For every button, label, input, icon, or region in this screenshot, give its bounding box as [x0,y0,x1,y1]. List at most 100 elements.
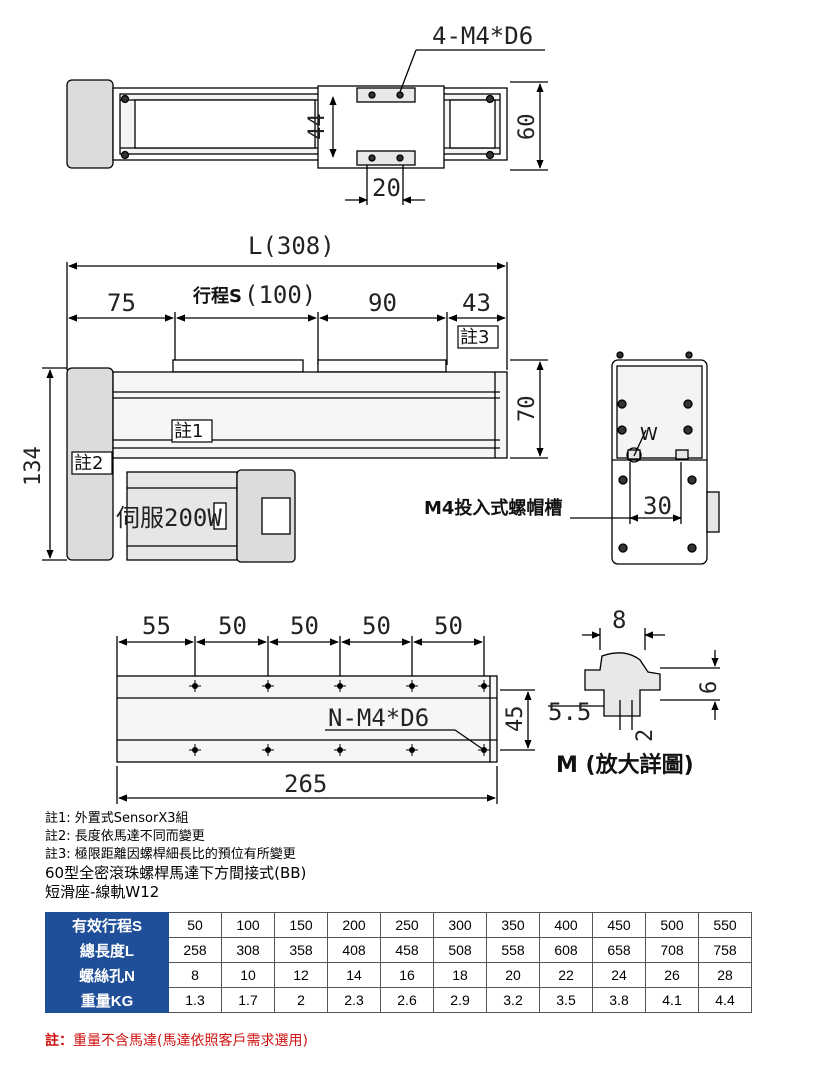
bottom-rail [116,675,498,763]
bottom-holes-label: N-M4*D6 [328,704,429,732]
table-cell: 558 [486,937,540,963]
table-cell: 24 [592,962,646,988]
dim-60: 60 [515,114,540,141]
note3-tag: 註3 [460,327,489,348]
table-cell: 450 [592,912,646,938]
table-cell: 500 [645,912,699,938]
table-cell: 300 [433,912,487,938]
table-cell: 658 [592,937,646,963]
dim-50-d: 50 [434,612,463,640]
table-cell: 3.8 [592,987,646,1013]
table-cell: 10 [221,962,275,988]
mount-hole-icon [478,680,490,692]
top-view [66,49,548,205]
note2-tag: 註2 [74,453,103,474]
table-cell: 14 [327,962,381,988]
footer-note: 註：重量不含馬達(馬達依照客戶需求選用) [45,1030,308,1050]
table-cell: 22 [539,962,593,988]
table-cell: 4.4 [698,987,752,1013]
table-cell: 8 [168,962,222,988]
table-cell: 100 [221,912,275,938]
dim-50-c: 50 [362,612,391,640]
table-cell: 2 [274,987,328,1013]
table-cell: 150 [274,912,328,938]
table-cell: 28 [698,962,752,988]
table-cell: 308 [221,937,275,963]
bottom-holes-group [189,680,490,756]
footer-prefix: 註： [45,1033,73,1049]
table-cell: 400 [539,912,593,938]
table-cell: 3.2 [486,987,540,1013]
table-cell: 350 [486,912,540,938]
table-cell: 3.5 [539,987,593,1013]
table-cell: 16 [380,962,434,988]
slider-type: 短滑座-線軌W12 [45,883,160,901]
mount-hole-icon [189,680,201,692]
dim-20: 20 [372,174,401,202]
dim-70: 70 [515,396,540,423]
detail-dim-5-5: 5.5 [548,698,591,726]
detail-title: M (放大詳圖) [556,752,694,778]
mount-hole-icon [478,744,490,756]
table-cell: 2.6 [380,987,434,1013]
dim-265: 265 [284,770,327,798]
note-3: 註3: 極限距離因螺桿細長比的預位有所變更 [45,847,296,862]
table-cell: 358 [274,937,328,963]
table-cell: 1.3 [168,987,222,1013]
dim-134: 134 [21,446,46,486]
model-title: 60型全密滾珠螺桿馬達下方間接式(BB) [45,864,307,882]
stroke-prefix: 行程S [192,285,242,307]
mount-hole-icon [406,680,418,692]
stroke-value: (100) [244,281,316,309]
notes-block: 註1: 外置式SensorX3組 註2: 長度依馬達不同而變更 註3: 極限距離… [45,810,306,902]
top-motor-cap [66,79,114,169]
table-cell: 12 [274,962,328,988]
table-cell: 1.7 [221,987,275,1013]
dim-44: 44 [305,114,330,141]
screw-icon [485,94,495,104]
table-cell: 20 [486,962,540,988]
w-label: W [640,424,658,445]
table-cell: 2.9 [433,987,487,1013]
table-cell: 4.1 [645,987,699,1013]
note-2: 註2: 長度依馬達不同而變更 [45,829,205,844]
side-view [570,351,720,565]
row-header: 有效行程S [45,912,169,938]
servo-label: 伺服200W [116,504,222,532]
dim-50-a: 50 [218,612,247,640]
detail-m [548,628,720,730]
front-rail-body [112,371,508,459]
dim-length-L: L(308) [248,232,335,260]
table-cell: 708 [645,937,699,963]
dim-50-b: 50 [290,612,319,640]
table-cell: 508 [433,937,487,963]
mount-hole-icon [262,744,274,756]
row-header: 螺絲孔N [45,962,169,988]
front-view [42,262,548,563]
table-cell: 200 [327,912,381,938]
table-cell: 2.3 [327,987,381,1013]
dim-43: 43 [462,289,491,317]
mount-hole-icon [334,744,346,756]
screw-icon [485,150,495,160]
mount-hole-icon [262,680,274,692]
footer-text: 重量不含馬達(馬達依照客戶需求選用) [73,1033,308,1049]
mount-hole-icon [406,744,418,756]
table-cell: 250 [380,912,434,938]
top-holes-label: 4-M4*D6 [432,22,533,50]
dim-90: 90 [368,289,397,317]
table-cell: 26 [645,962,699,988]
table-cell: 258 [168,937,222,963]
screw-icon [120,150,130,160]
dim-75: 75 [107,289,136,317]
note1-tag: 註1 [174,421,203,442]
table-cell: 408 [327,937,381,963]
mount-hole-icon [334,680,346,692]
note-1: 註1: 外置式SensorX3組 [45,811,189,826]
row-header: 重量KG [45,987,169,1013]
table-cell: 18 [433,962,487,988]
